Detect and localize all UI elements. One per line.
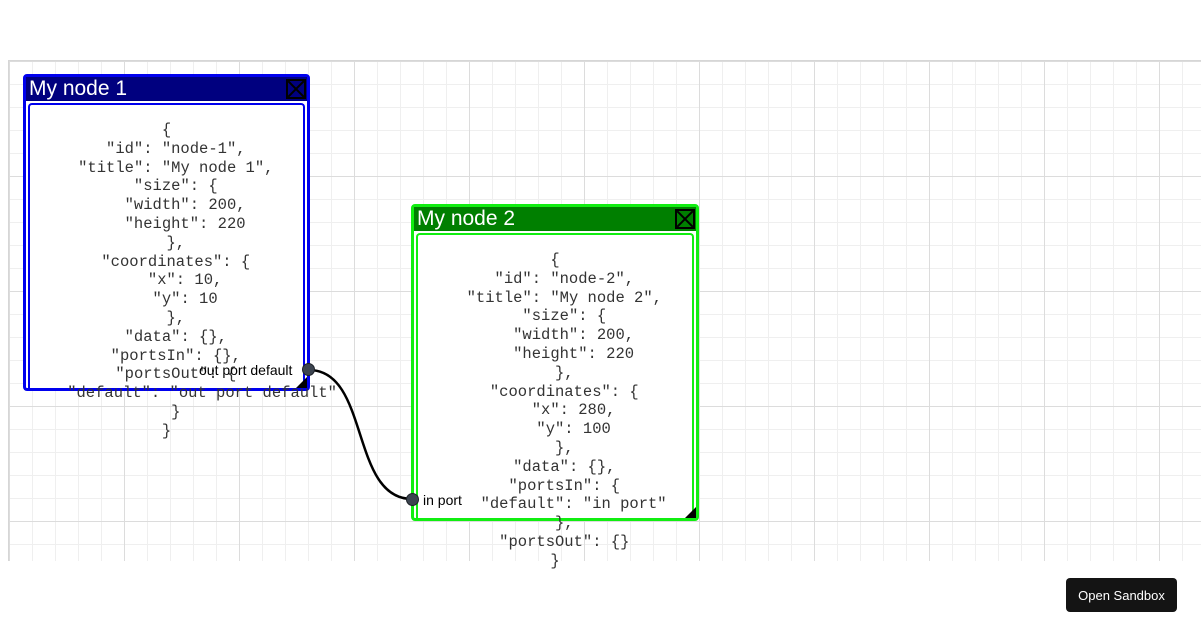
node-title: My node 1 bbox=[29, 77, 128, 100]
in-port-label: in port bbox=[423, 492, 462, 508]
node-1[interactable]: My node 1 { "id": "node-1", "title": "My… bbox=[23, 74, 337, 440]
node-2[interactable]: My node 2 { "id": "node-2", "title": "My… bbox=[411, 204, 699, 570]
node-body: { "id": "node-2", "title": "My node 2", … bbox=[416, 233, 694, 570]
node-header[interactable]: My node 2 bbox=[414, 207, 696, 231]
out-port[interactable] bbox=[302, 363, 315, 376]
resize-handle-icon[interactable] bbox=[685, 507, 696, 518]
open-sandbox-button[interactable]: Open Sandbox bbox=[1066, 578, 1177, 612]
close-icon[interactable] bbox=[675, 209, 695, 229]
node-header[interactable]: My node 1 bbox=[26, 77, 307, 101]
node-json-text: { "id": "node-1", "title": "My node 1", … bbox=[67, 121, 337, 440]
out-port-label: out port default bbox=[199, 362, 293, 378]
node-title: My node 2 bbox=[417, 207, 516, 230]
node-body: { "id": "node-1", "title": "My node 1", … bbox=[28, 103, 337, 440]
close-icon[interactable] bbox=[286, 79, 306, 99]
resize-handle-icon[interactable] bbox=[296, 377, 307, 388]
in-port[interactable] bbox=[406, 493, 419, 506]
node-json-text: { "id": "node-2", "title": "My node 2", … bbox=[466, 251, 667, 570]
